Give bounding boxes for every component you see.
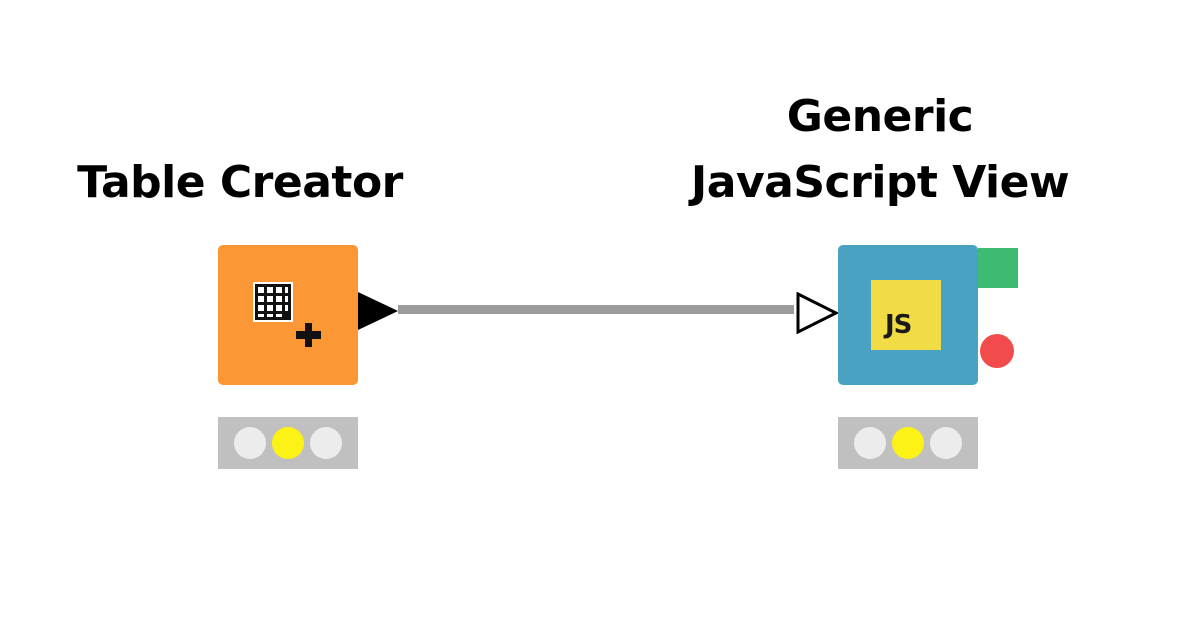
status-light-yellow bbox=[892, 427, 924, 459]
table-grid-plus-icon bbox=[253, 282, 321, 347]
output-port-icon[interactable] bbox=[358, 292, 400, 330]
table-creator-label: Table Creator bbox=[77, 157, 403, 208]
flow-variable-port[interactable] bbox=[978, 248, 1018, 288]
js-view-node[interactable]: JS bbox=[838, 245, 978, 385]
connection-line[interactable] bbox=[398, 305, 794, 314]
error-indicator-dot bbox=[980, 334, 1014, 368]
table-creator-node[interactable] bbox=[218, 245, 358, 385]
table-creator-status-lights bbox=[218, 417, 358, 469]
status-light-yellow bbox=[272, 427, 304, 459]
js-view-label-line-2: JavaScript View bbox=[690, 157, 1070, 208]
status-light-green bbox=[310, 427, 342, 459]
js-view-label-line-1: Generic bbox=[786, 91, 974, 142]
input-port-icon[interactable] bbox=[796, 292, 840, 334]
status-light-red bbox=[234, 427, 266, 459]
status-light-green bbox=[930, 427, 962, 459]
js-view-status-lights bbox=[838, 417, 978, 469]
js-view-label: Generic JavaScript View bbox=[630, 84, 1130, 216]
javascript-icon: JS bbox=[871, 280, 941, 350]
status-light-red bbox=[854, 427, 886, 459]
